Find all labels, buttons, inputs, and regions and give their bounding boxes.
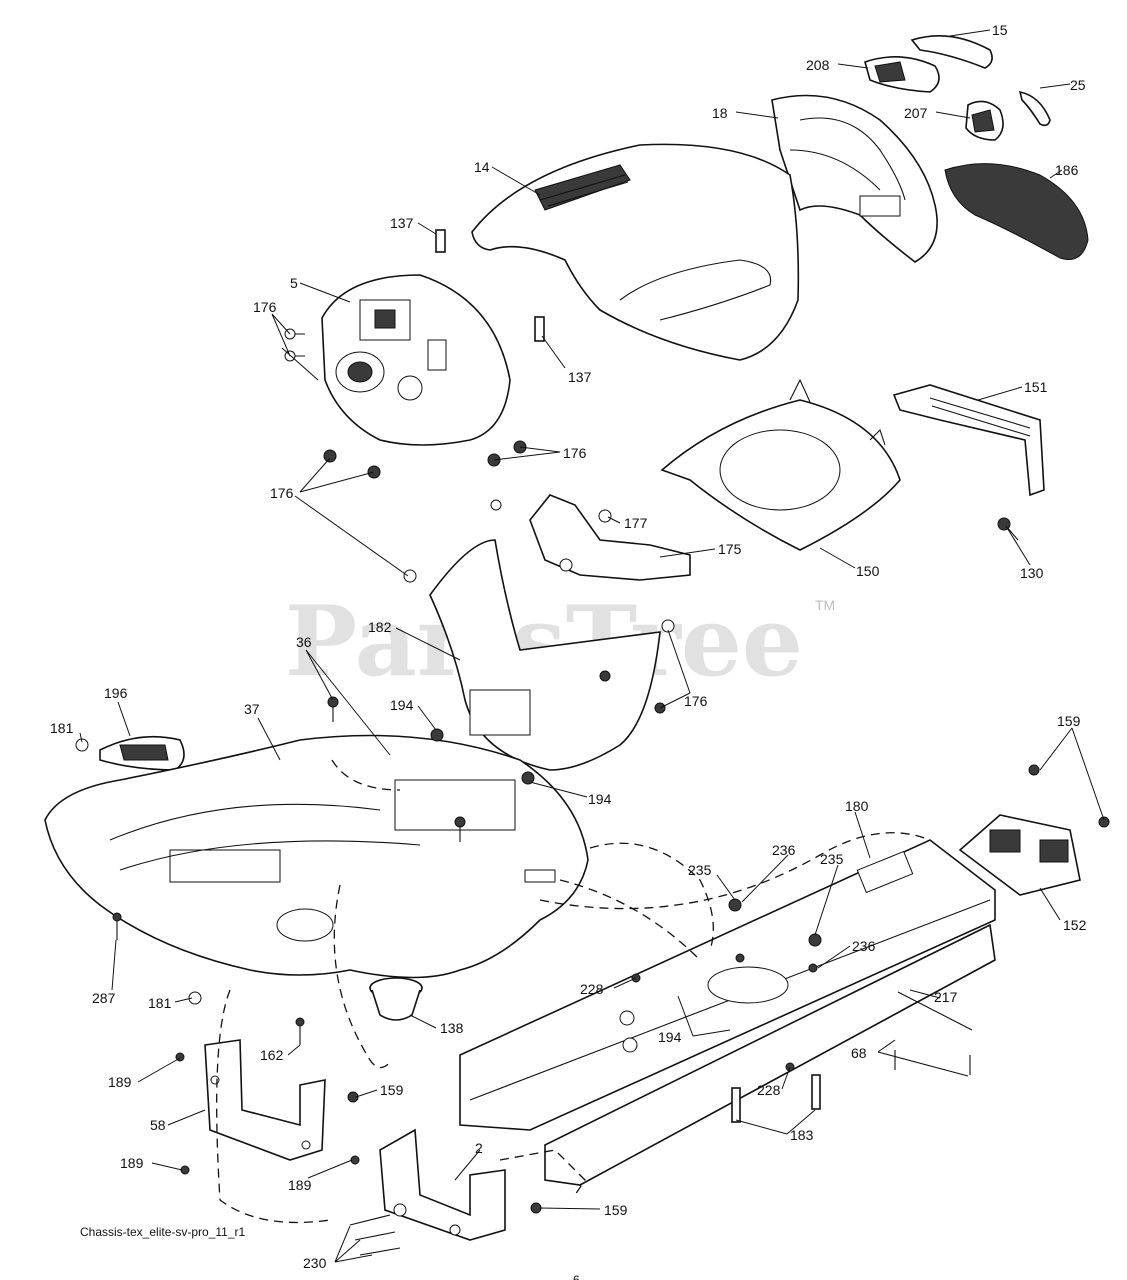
callout-159-mid[interactable]: 159 [380, 1082, 404, 1098]
part-230-bolts[interactable] [349, 1214, 401, 1256]
part-138-boot[interactable] [369, 977, 423, 1021]
callout-189-right[interactable]: 189 [288, 1177, 312, 1193]
part-287-screw[interactable] [112, 912, 122, 940]
callout-151[interactable]: 151 [1024, 379, 1048, 395]
cable-routing-1 [589, 842, 714, 951]
callout-176-left[interactable]: 176 [253, 299, 277, 315]
part-176-bolt-right[interactable] [403, 499, 675, 714]
callout-177[interactable]: 177 [624, 515, 648, 531]
cable-routing-2 [559, 879, 701, 961]
callout-15[interactable]: 15 [992, 22, 1008, 38]
callout-189-lower[interactable]: 189 [120, 1155, 144, 1171]
part-137-strip-upper[interactable] [435, 229, 446, 253]
callout-235-right[interactable]: 235 [820, 851, 844, 867]
part-196-seat-pad[interactable] [99, 735, 185, 771]
callout-181-top[interactable]: 181 [50, 720, 74, 736]
part-18-front-hood-panel[interactable] [771, 94, 938, 263]
callout-176-lower[interactable]: 176 [270, 485, 294, 501]
callout-207[interactable]: 207 [904, 105, 928, 121]
callout-5[interactable]: 5 [290, 275, 298, 291]
part-58-bracket[interactable] [204, 1039, 326, 1161]
callout-186[interactable]: 186 [1055, 162, 1079, 178]
callout-36[interactable]: 36 [296, 634, 312, 650]
part-175-bracket[interactable] [529, 494, 691, 581]
watermark-trademark: TM [815, 597, 835, 613]
callout-228-left[interactable]: 228 [580, 981, 604, 997]
callout-236-top[interactable]: 236 [772, 842, 796, 858]
callout-labels: 15 25 208 207 18 186 14 137 137 5 176 17… [50, 22, 1087, 1271]
callout-162[interactable]: 162 [260, 1047, 284, 1063]
part-189-screws[interactable] [175, 1052, 360, 1175]
part-151-bracket[interactable] [892, 384, 1045, 497]
callout-217[interactable]: 217 [934, 989, 958, 1005]
callout-152[interactable]: 152 [1063, 917, 1087, 933]
callout-181-lower[interactable]: 181 [148, 995, 172, 1011]
callout-137-upper[interactable]: 137 [390, 215, 414, 231]
part-14-hood[interactable] [471, 143, 800, 361]
callout-194-top[interactable]: 194 [390, 697, 414, 713]
callout-150[interactable]: 150 [856, 563, 880, 579]
part-37-fender-body[interactable] [44, 734, 589, 979]
callout-287[interactable]: 287 [92, 990, 116, 1006]
part-137-strip-lower[interactable] [534, 316, 545, 342]
part-68-bolts[interactable] [894, 1050, 971, 1075]
part-181-bumper[interactable] [75, 738, 202, 1005]
callout-37[interactable]: 37 [244, 701, 260, 717]
callout-175[interactable]: 175 [718, 541, 742, 557]
callout-228-right[interactable]: 228 [757, 1082, 781, 1098]
part-25-lens-clip[interactable] [1018, 90, 1051, 127]
diagram-caption: Chassis-tex_elite-sv-pro_11_r1 [80, 1225, 246, 1239]
callout-196[interactable]: 196 [104, 685, 128, 701]
cable-routing-3 [333, 884, 393, 1069]
callout-176-right[interactable]: 176 [563, 445, 587, 461]
cable-routing-6 [331, 759, 401, 791]
callout-2[interactable]: 2 [475, 1140, 483, 1156]
callout-159-bottom[interactable]: 159 [604, 1202, 628, 1218]
part-207-light-socket[interactable] [965, 100, 1004, 141]
part-183-bolts[interactable] [731, 1074, 821, 1123]
callout-159-right[interactable]: 159 [1057, 713, 1081, 729]
callout-182[interactable]: 182 [368, 619, 392, 635]
callout-137-lower[interactable]: 137 [568, 369, 592, 385]
part-182-front-cover[interactable] [429, 539, 661, 771]
callout-138[interactable]: 138 [440, 1020, 464, 1036]
page-number: 6 [573, 1273, 580, 1280]
callout-25[interactable]: 25 [1070, 77, 1086, 93]
callout-183[interactable]: 183 [790, 1127, 814, 1143]
callout-18[interactable]: 18 [712, 105, 728, 121]
part-186-grille[interactable] [944, 163, 1089, 260]
callout-235-left[interactable]: 235 [688, 862, 712, 878]
callout-208[interactable]: 208 [806, 57, 830, 73]
leader-lines [79, 29, 1105, 1263]
callout-58[interactable]: 58 [150, 1117, 166, 1133]
cable-routing-5 [499, 1149, 586, 1196]
callout-68[interactable]: 68 [851, 1045, 867, 1061]
callout-176-cover[interactable]: 176 [684, 693, 708, 709]
part-150-fender-insert[interactable] [660, 378, 901, 551]
part-36-screws[interactable] [327, 696, 466, 842]
cable-routing-4 [216, 989, 331, 1224]
part-208-light-housing[interactable] [864, 56, 940, 93]
part-15-headlight-lens[interactable] [910, 35, 993, 69]
callout-230[interactable]: 230 [303, 1255, 327, 1271]
callout-189-top[interactable]: 189 [108, 1074, 132, 1090]
part-5-dash-panel[interactable] [321, 274, 511, 446]
callout-180[interactable]: 180 [845, 798, 869, 814]
part-152-bracket[interactable] [958, 814, 1081, 896]
part-2-bracket[interactable] [379, 1128, 506, 1241]
callout-130[interactable]: 130 [1020, 565, 1044, 581]
callout-194-lower[interactable]: 194 [658, 1029, 682, 1045]
part-177-clip[interactable] [598, 509, 612, 523]
callout-236-mid[interactable]: 236 [852, 938, 876, 954]
cable-routing-7 [539, 832, 931, 910]
callout-194-mid[interactable]: 194 [588, 791, 612, 807]
part-217-rod[interactable] [897, 991, 973, 1031]
part-162-screw[interactable] [295, 1017, 305, 1045]
callout-14[interactable]: 14 [474, 159, 490, 175]
